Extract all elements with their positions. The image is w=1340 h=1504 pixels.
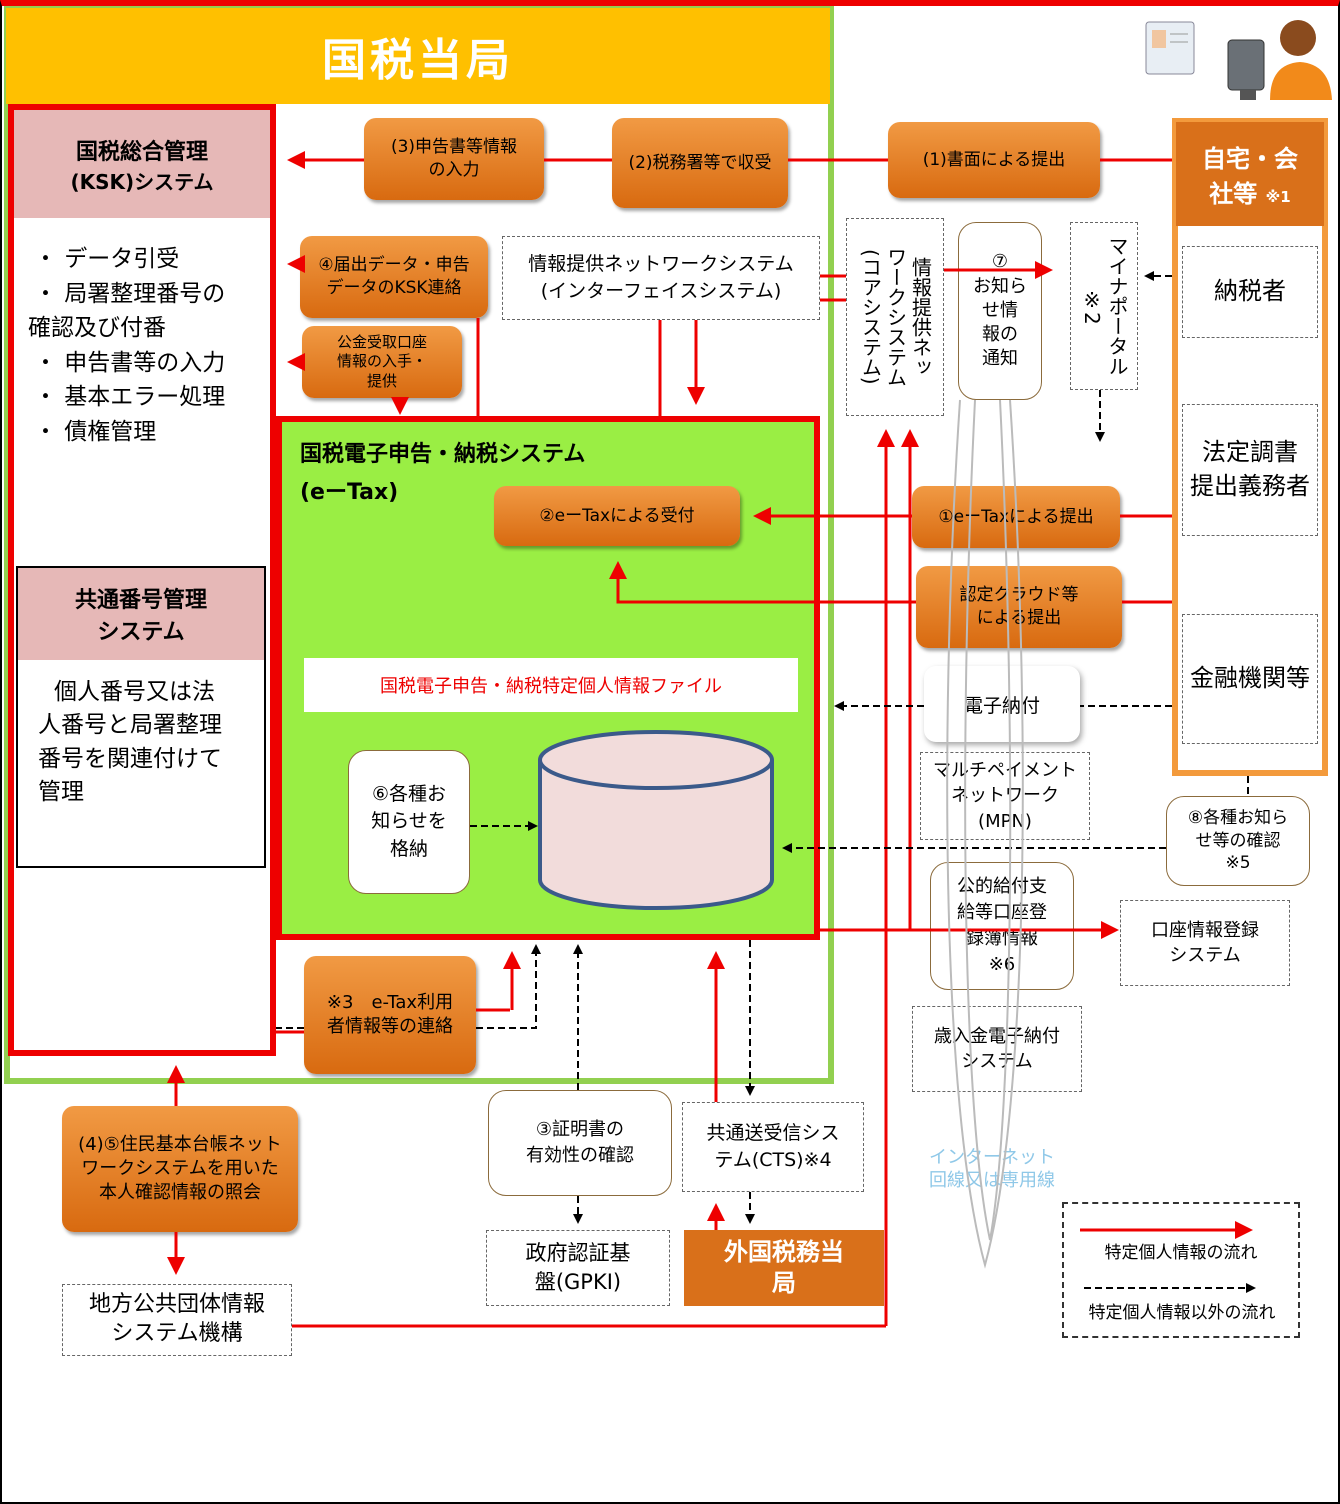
public-benefit-account-box: 公的給付支給等口座登録簿情報※6 [930, 862, 1074, 990]
mynaportal-box: マイナポータル ※2 [1070, 222, 1138, 390]
store-notice-box: ⑥各種お知らせを格納 [348, 750, 470, 894]
common-number-title: 共通番号管理 システム [18, 568, 264, 660]
ksk-item: ・ 申告書等の入力 [34, 349, 226, 376]
specific-personal-file-label: 国税電子申告・納税特定個人情報ファイル [304, 658, 798, 712]
revenue-payment-system-box: 歳入金電子納付システム [912, 1006, 1082, 1092]
paper-submission-box: (1)書面による提出 [888, 122, 1100, 198]
resident-registry-query-box: (4)⑤住民基本台帳ネットワークシステムを用いた本人確認情報の照会 [62, 1106, 298, 1232]
notice-box: ⑦ お知ら せ情 報の 通知 [958, 222, 1042, 400]
gpki-box: 政府認証基盤(GPKI) [486, 1230, 670, 1306]
legal-report-submitter-box: 法定調書提出義務者 [1182, 404, 1318, 536]
cts-box: 共通送受信システム(CTS)※4 [682, 1102, 864, 1192]
ksk-item: ・ データ引受 [34, 246, 180, 272]
common-number-body: 個人番号又は法 人番号と局署整理 番号を関連付けて 管理 [38, 679, 222, 806]
message-box-label: メッセージボックス等 [572, 808, 740, 891]
ksk-item: ・ 債権管理 [34, 418, 157, 445]
notice-confirm-box: ⑧各種お知らせ等の確認※5 [1166, 796, 1310, 886]
home-company-title: 自宅・会 社等 ※1 [1176, 122, 1324, 226]
core-system-box: 情報提供ネッ ワークシステム (コアシステム) [846, 218, 944, 416]
financial-institution-box: 金融機関等 [1182, 614, 1318, 744]
ksk-item: 確認及び付番 [28, 315, 166, 341]
ksk-item-list: ・ データ引受 ・ 局署整理番号の 確認及び付番 ・ 申告書等の入力 ・ 基本エ… [14, 218, 270, 449]
taxpayer-box: 納税者 [1182, 246, 1318, 338]
page-title: 国税当局 [6, 8, 830, 104]
etax-user-info-box: ※3 e-Tax利用者情報等の連絡 [304, 956, 476, 1074]
etax-subtitle: (eーTax) [300, 480, 399, 505]
input-info-box: (3)申告書等情報の入力 [364, 118, 544, 200]
ksk-notify-box: ④届出データ・申告データのKSK連絡 [300, 236, 488, 318]
public-account-box: 公金受取口座情報の入手・提供 [302, 326, 462, 398]
foreign-tax-authority-box: 外国税務当局 [684, 1230, 884, 1306]
local-gov-system-box: 地方公共団体情報システム機構 [62, 1284, 292, 1356]
mpn-box: マルチペイメントネットワーク(MPN) [920, 752, 1090, 840]
account-registry-system-box: 口座情報登録システム [1120, 900, 1290, 986]
receipt-box: (2)税務署等で収受 [612, 118, 788, 208]
common-number-system-box: 共通番号管理 システム 個人番号又は法 人番号と局署整理 番号を関連付けて 管理 [16, 566, 266, 868]
legend-specific-label: 特定個人情報の流れ [1104, 1243, 1258, 1263]
internet-line-label: インターネット回線又は専用線 [929, 1147, 1055, 1192]
cloud-submit-box: 認定クラウド等による提出 [916, 566, 1122, 648]
cert-validity-box: ③証明書の有効性の確認 [488, 1090, 672, 1196]
etax-accept-box: ②eーTaxによる受付 [494, 486, 740, 546]
interface-system-box: 情報提供ネットワークシステム(インターフェイスシステム) [502, 236, 820, 320]
legend-box [1062, 1202, 1300, 1338]
ksk-item: ・ 基本エラー処理 [34, 384, 226, 410]
etax-title: 国税電子申告・納税システム [300, 442, 586, 467]
legend-non-specific-label: 特定個人情報以外の流れ [1088, 1303, 1276, 1323]
etax-submit-box: ①eーTaxによる提出 [912, 486, 1120, 548]
ksk-item: ・ 局署整理番号の [34, 280, 226, 307]
electronic-payment-box: 電子納付 [924, 666, 1080, 742]
ksk-title: 国税総合管理 (KSK)システム [14, 110, 270, 218]
